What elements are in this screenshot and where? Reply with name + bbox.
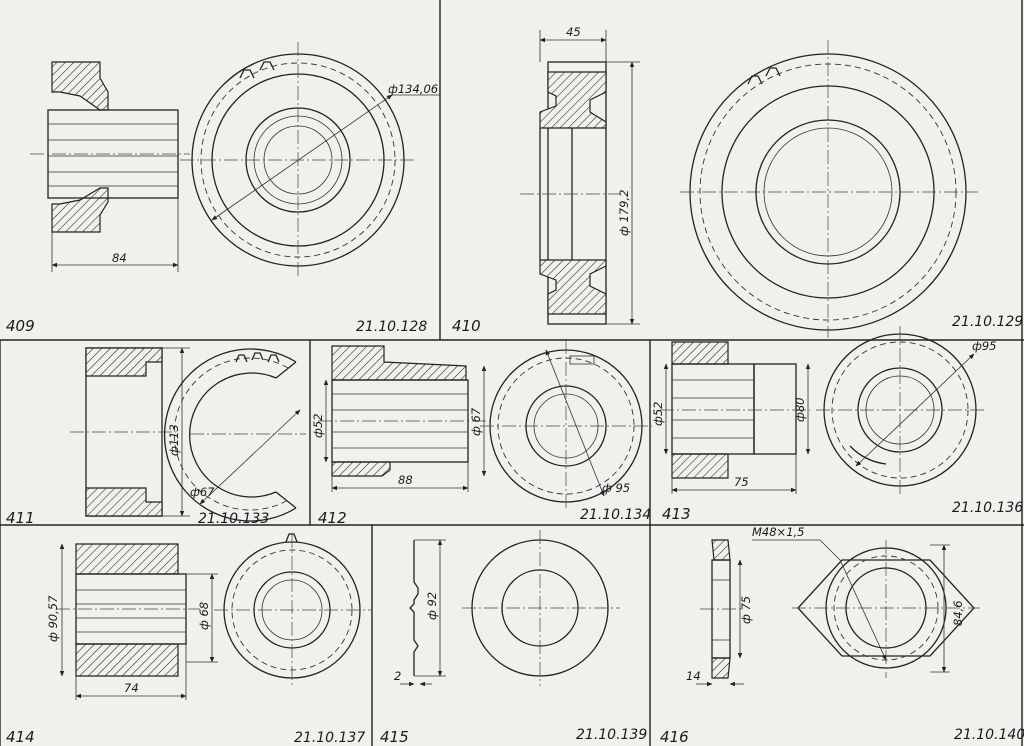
dim-416-thickness: 14 xyxy=(686,669,701,683)
part-410 xyxy=(520,30,978,338)
dim-409-length: 84 xyxy=(112,251,127,265)
dim-416-diameter: ф 75 xyxy=(739,596,753,624)
dim-416-thread: M48×1,5 xyxy=(752,525,804,539)
dim-410-width: 45 xyxy=(566,25,581,39)
dim-412-end-diameter: ф 95 xyxy=(602,481,630,495)
part-416 xyxy=(696,539,980,687)
dim-414-length: 74 xyxy=(124,681,139,695)
dim-410-diameter: ф 179,2 xyxy=(617,190,631,236)
part-414-code: 21.10.137 xyxy=(294,730,365,746)
dim-411-inner-diameter: ф67 xyxy=(190,485,215,499)
part-414-number: 414 xyxy=(6,728,35,746)
part-413 xyxy=(660,326,984,496)
dim-412-length: 88 xyxy=(398,473,413,487)
part-414 xyxy=(56,533,372,700)
dim-415-diameter: ф 92 xyxy=(425,592,439,620)
dim-415-thickness: 2 xyxy=(394,669,401,683)
dim-413-outer: ф80 xyxy=(793,398,807,422)
dim-416-across-corners: 84,6 xyxy=(951,600,965,626)
dim-409-diameter: ф134,06 xyxy=(388,82,438,96)
part-413-number: 413 xyxy=(662,505,691,523)
dim-414-bore: ф 68 xyxy=(197,602,211,630)
dim-413-end-diameter: ф95 xyxy=(972,339,996,353)
dim-414-outer: ф 90,57 xyxy=(46,595,60,642)
part-415 xyxy=(400,530,620,687)
part-412 xyxy=(318,340,652,510)
dim-413-bore: ф52 xyxy=(651,402,665,426)
part-410-code: 21.10.129 xyxy=(952,314,1023,330)
dim-412-outer: ф 67 xyxy=(469,407,483,436)
part-409-code: 21.10.128 xyxy=(356,319,427,335)
part-416-number: 416 xyxy=(660,728,689,746)
dim-411-outer-diameter: ф113 xyxy=(167,424,181,456)
dim-412-bore: ф52 xyxy=(311,414,325,438)
part-415-number: 415 xyxy=(380,728,409,746)
part-415-code: 21.10.139 xyxy=(576,727,647,743)
part-411-code: 21.10.133 xyxy=(198,511,269,527)
part-409 xyxy=(30,42,440,278)
part-409-number: 409 xyxy=(6,317,35,335)
part-416-code: 21.10.140 xyxy=(954,727,1024,743)
part-411 xyxy=(70,347,306,522)
part-412-number: 412 xyxy=(318,509,347,527)
part-411-number: 411 xyxy=(6,509,35,527)
part-410-number: 410 xyxy=(452,317,481,335)
part-413-code: 21.10.136 xyxy=(952,500,1023,516)
part-412-code: 21.10.134 xyxy=(580,507,651,523)
dim-413-length: 75 xyxy=(734,475,749,489)
